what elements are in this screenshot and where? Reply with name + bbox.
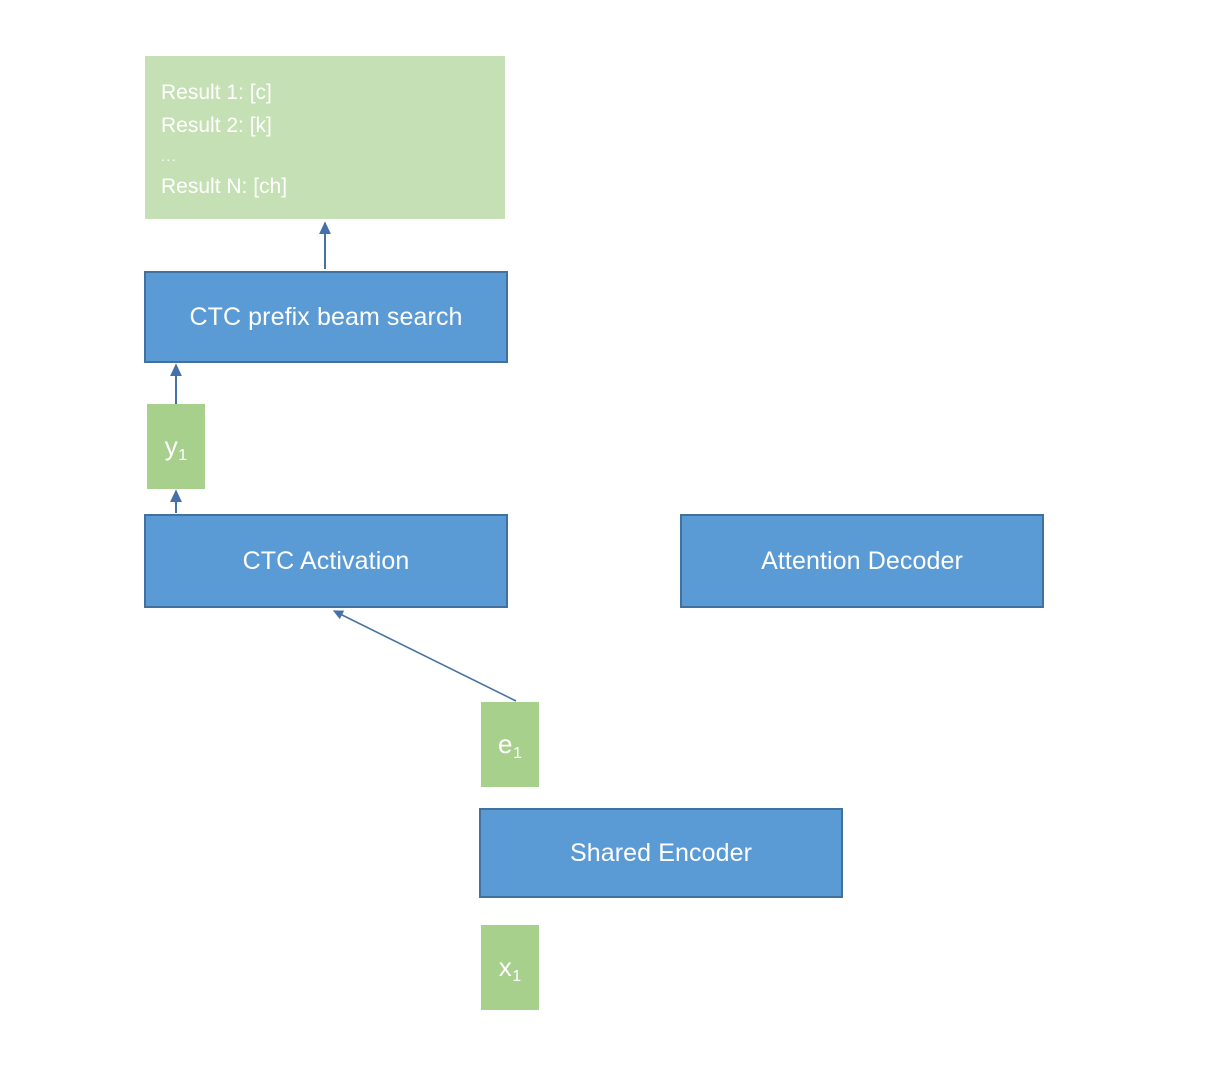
result-line-1: Result 1: [c] [161, 81, 272, 104]
ctc-activation-node[interactable]: CTC Activation [144, 514, 508, 608]
attention-decoder-label: Attention Decoder [761, 546, 963, 575]
result-line-n: Result N: [ch] [161, 175, 288, 198]
tensor-x1-node[interactable]: x1 [481, 925, 539, 1010]
tensor-y1-label: y1 [164, 431, 188, 465]
ctc-prefix-beam-search-label: CTC prefix beam search [189, 302, 463, 331]
result-line-2: Result 2: [k] [161, 114, 272, 137]
shared-encoder-node[interactable]: Shared Encoder [479, 808, 843, 898]
edge-e1-to-ctcactivation [332, 610, 517, 702]
tensor-x1-label: x1 [498, 952, 522, 986]
tensor-e1-node[interactable]: e1 [481, 702, 539, 787]
tensor-e1-label: e1 [498, 729, 522, 763]
ctc-activation-label: CTC Activation [242, 546, 410, 575]
tensor-y1-node[interactable]: y1 [147, 404, 205, 489]
attention-decoder-node[interactable]: Attention Decoder [680, 514, 1044, 608]
ctc-prefix-beam-search-node[interactable]: CTC prefix beam search [144, 271, 508, 363]
results-box: Result 1: [c] Result 2: [k] ... Result N… [145, 56, 505, 219]
result-line-ellipsis: ... [161, 148, 178, 164]
shared-encoder-label: Shared Encoder [569, 838, 753, 867]
